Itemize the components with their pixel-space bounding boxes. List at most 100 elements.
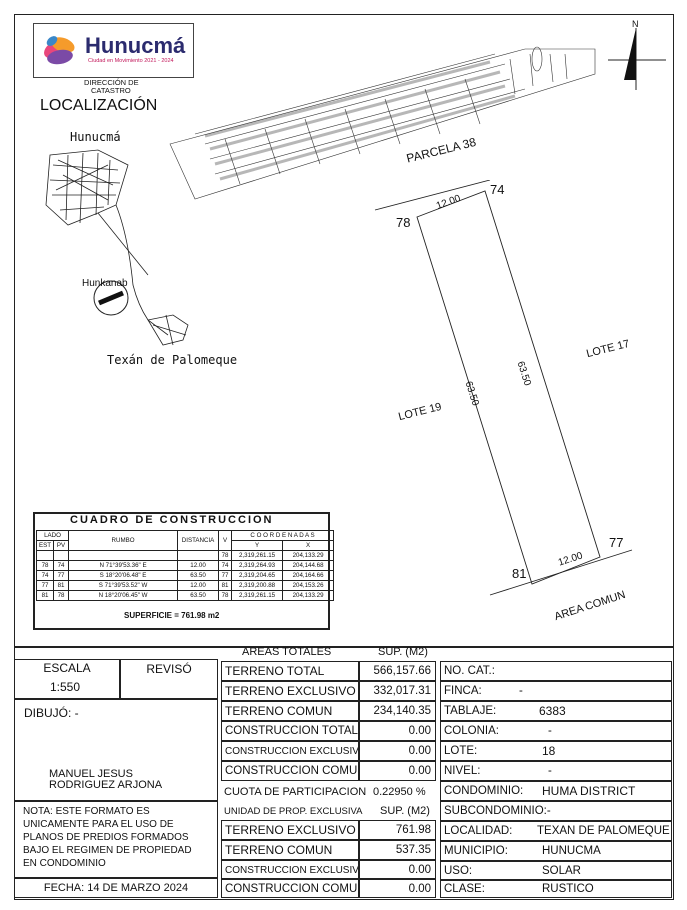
col-pv: PV xyxy=(53,540,70,551)
subdivision-plan xyxy=(169,46,596,200)
vertex-77: 77 xyxy=(609,535,624,550)
info-label: NIVEL: xyxy=(444,765,481,777)
nota-line-4: BAJO EL REGIMEN DE PROPIEDAD xyxy=(23,845,192,856)
info-value: TEXAN DE PALOMEQUE xyxy=(537,825,670,837)
info-label: MUNICIPIO: xyxy=(444,845,508,857)
cuota-value: 0.22950 % xyxy=(373,786,426,798)
unidad-row-label: TERRENO COMUN xyxy=(221,840,359,860)
area-row-label: CONSTRUCCION COMUN xyxy=(221,761,359,781)
nota-line-3: PLANOS DE PREDIOS FORMADOS xyxy=(23,832,189,843)
north-label: N xyxy=(632,19,639,29)
info-value: RUSTICO xyxy=(542,883,594,895)
col-y: Y xyxy=(231,540,284,551)
logo-mark-icon xyxy=(44,36,75,65)
col-v: V xyxy=(218,530,233,551)
info-label: TABLAJE: xyxy=(444,705,497,717)
info-label: CONDOMINIO: xyxy=(444,785,524,797)
reviso-label: REVISÓ xyxy=(120,659,218,699)
col-rumbo: RUMBO xyxy=(68,530,179,551)
info-row: NO. CAT.: xyxy=(440,661,672,681)
unidad-row-label: CONSTRUCCION EXCLUSIVA xyxy=(221,860,359,879)
info-value: - xyxy=(519,685,523,697)
department-line-2: CATASTRO xyxy=(91,86,131,95)
localizacion-title: LOCALIZACIÓN xyxy=(40,97,158,114)
col-est: EST xyxy=(35,540,55,551)
unidad-row-value: 537.35 xyxy=(359,840,436,860)
unidad-label: UNIDAD DE PROP. EXCLUSIVA xyxy=(224,806,363,817)
col-distancia: DISTANCIA xyxy=(177,530,220,551)
info-row: USO: SOLAR xyxy=(440,861,672,880)
dibujo-box xyxy=(14,699,218,801)
col-coordenadas: C O O R D E N A D A S xyxy=(231,530,335,541)
nota-line-1: NOTA: ESTE FORMATO ES xyxy=(23,806,150,817)
vertex-78: 78 xyxy=(396,215,411,230)
drawer-name-1: MANUEL JESUS xyxy=(49,768,133,780)
col-x: X xyxy=(282,540,335,551)
info-value: HUMA DISTRICT xyxy=(542,784,636,798)
drawer-name-2: RODRIGUEZ ARJONA xyxy=(49,779,163,791)
nota-line-5: EN CONDOMINIO xyxy=(23,858,106,869)
logo-name: Hunucmá xyxy=(85,33,186,58)
vertex-74: 74 xyxy=(490,182,505,197)
escala-value: 1:550 xyxy=(50,680,81,694)
area-row-value: 566,157.66 xyxy=(359,661,436,681)
info-label: CLASE: xyxy=(444,883,485,895)
dibujo-label: DIBUJÓ: - xyxy=(24,706,79,720)
areas-header-unit: SUP. (M2) xyxy=(378,646,428,658)
info-label: LOCALIDAD: xyxy=(444,825,513,837)
info-value: - xyxy=(548,725,552,737)
areas-header-label: AREAS TOTALES xyxy=(242,646,332,658)
construction-table-title: CUADRO DE CONSTRUCCION xyxy=(70,514,274,526)
info-row: FINCA: - xyxy=(440,681,672,701)
escala-label: ESCALA xyxy=(14,659,120,699)
location-map xyxy=(45,149,189,346)
info-label: FINCA: xyxy=(444,685,482,697)
area-row-label: TERRENO EXCLUSIVO xyxy=(221,681,359,701)
construction-table: LADO RUMBO DISTANCIA V C O O R D E N A D… xyxy=(35,530,335,601)
col-lado: LADO xyxy=(35,530,70,541)
area-row-label: CONSTRUCCION TOTAL xyxy=(221,721,359,741)
info-row: SUBCONDOMINIO:- xyxy=(440,801,672,821)
nota-box xyxy=(14,801,218,878)
vertex-81: 81 xyxy=(512,566,527,581)
area-row-label: CONSTRUCCION EXCLUSIVA xyxy=(221,741,359,761)
area-row-value: 0.00 xyxy=(359,741,436,761)
area-row-label: TERRENO TOTAL xyxy=(221,661,359,681)
info-value: SOLAR xyxy=(542,865,581,877)
drawing-frame xyxy=(14,14,674,648)
superficie: SUPERFICIE = 761.98 m2 xyxy=(124,611,220,620)
info-label: SUBCONDOMINIO: xyxy=(444,805,547,817)
map-label-city: Hunucmá xyxy=(70,130,121,144)
area-row-value: 0.00 xyxy=(359,761,436,781)
info-label: COLONIA: xyxy=(444,725,499,737)
info-value: - xyxy=(548,765,552,777)
info-label: USO: xyxy=(444,865,473,877)
map-label-town: Texán de Palomeque xyxy=(107,353,238,367)
info-row: CLASE: RUSTICO xyxy=(440,880,672,898)
area-row-label: TERRENO COMUN xyxy=(221,701,359,721)
info-row: NIVEL: - xyxy=(440,761,672,781)
info-row: LOCALIDAD: TEXAN DE PALOMEQUE xyxy=(440,821,672,841)
info-row: COLONIA: - xyxy=(440,721,672,741)
map-label-village: Hunkanab xyxy=(82,278,128,289)
info-row: CONDOMINIO: HUMA DISTRICT xyxy=(440,781,672,801)
fecha: FECHA: 14 DE MARZO 2024 xyxy=(14,878,218,898)
unidad-row-label: CONSTRUCCION COMUN xyxy=(221,879,359,898)
info-row: LOTE: 18 xyxy=(440,741,672,761)
unidad-unit: SUP. (M2) xyxy=(380,805,430,817)
cuota-label: CUOTA DE PARTICIPACION xyxy=(224,786,367,798)
unidad-row-label: TERRENO EXCLUSIVO xyxy=(221,820,359,840)
nota-line-2: UNICAMENTE PARA EL USO DE xyxy=(23,819,174,830)
lot-plan xyxy=(374,180,633,596)
info-value: 6383 xyxy=(539,704,566,718)
info-label: NO. CAT.: xyxy=(444,665,495,677)
info-value: 18 xyxy=(542,744,556,758)
area-row-value: 0.00 xyxy=(359,721,436,741)
info-value: HUNUCMA xyxy=(542,845,601,857)
info-row: TABLAJE: 6383 xyxy=(440,701,672,721)
info-label: LOTE: xyxy=(444,745,478,757)
